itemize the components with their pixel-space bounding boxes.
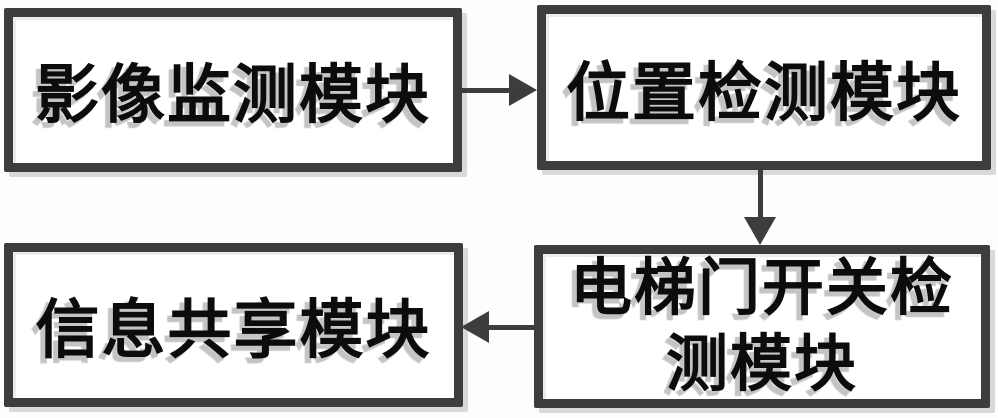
arrow-line	[758, 167, 763, 219]
arrow-down-icon	[744, 217, 776, 245]
box-elevator-door-switch-detection-label-line1: 电梯门开关检	[569, 254, 954, 323]
box-position-detection-label: 位置检测模块	[566, 57, 962, 129]
box-image-monitoring-module: 影像监测模块	[4, 8, 462, 172]
box-position-detection-module: 位置检测模块	[537, 5, 991, 170]
arrow-left-icon	[461, 311, 489, 343]
arrow-right-icon	[509, 74, 537, 106]
box-elevator-door-switch-detection-label-line2: 测模块	[665, 330, 858, 399]
box-information-sharing-module: 信息共享模块	[4, 243, 463, 407]
box-elevator-door-switch-detection-module: 电梯门开关检 测模块	[534, 245, 990, 408]
arrow-line	[488, 325, 536, 330]
box-elevator-door-switch-detection-label: 电梯门开关检 测模块	[570, 251, 954, 403]
box-information-sharing-label: 信息共享模块	[35, 295, 432, 366]
box-image-monitoring-label: 影像监测模块	[35, 60, 431, 131]
arrow-line	[458, 88, 511, 93]
